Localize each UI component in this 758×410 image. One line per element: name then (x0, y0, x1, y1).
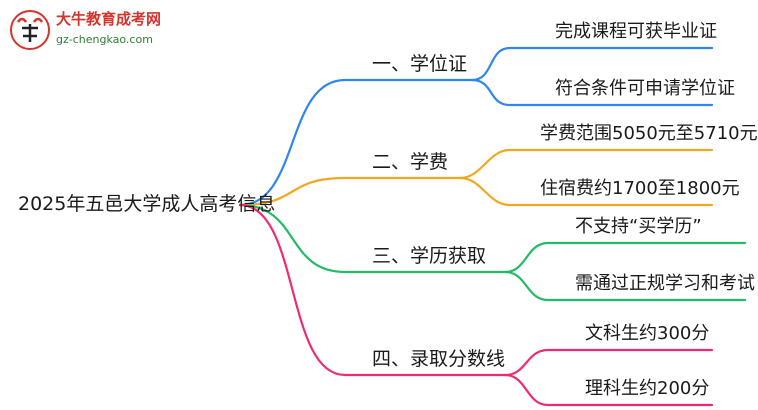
ox-head-logo-icon (10, 10, 50, 50)
leaf-connector-1-2 (470, 78, 714, 107)
leaf-node-1-1: 完成课程可获毕业证 (555, 21, 717, 42)
leaf-node-3-2: 需通过正规学习和考试 (575, 273, 755, 294)
logo-url: gz-chengkao.com (56, 33, 153, 46)
leaf-node-2-2: 住宿费约1700至1800元 (540, 178, 740, 199)
branch-connector-2 (238, 176, 462, 207)
leaf-connector-2-2 (458, 176, 714, 207)
branch-connector-4 (238, 203, 507, 377)
leaf-connector-2-1 (458, 148, 714, 180)
leaf-connector-3-1 (503, 241, 747, 274)
leaf-connector-4-2 (503, 373, 714, 407)
logo-title: 大牛教育成考网 (56, 10, 162, 28)
branch-node-4: 四、录取分数线 (372, 348, 506, 370)
branch-node-1: 一、学位证 (372, 53, 468, 75)
branch-node-3: 三、学历获取 (372, 245, 487, 267)
leaf-connector-4-1 (503, 348, 714, 377)
leaf-node-2-1: 学费范围5050元至5710元 (540, 123, 758, 144)
branch-connector-1 (238, 78, 474, 207)
leaf-node-4-2: 理科生约200分 (585, 378, 710, 399)
leaf-node-3-1: 不支持“买学历” (575, 216, 702, 237)
root-node: 2025年五邑大学成人高考信息 (18, 193, 276, 215)
leaf-connector-3-2 (503, 270, 747, 302)
leaf-connector-1-1 (470, 46, 714, 82)
leaf-node-1-2: 符合条件可申请学位证 (555, 78, 735, 99)
site-logo: 大牛教育成考网 gz-chengkao.com (8, 8, 178, 56)
branch-node-2: 二、学费 (372, 151, 449, 173)
leaf-node-4-1: 文科生约300分 (585, 323, 710, 344)
branch-connector-3 (238, 203, 507, 274)
